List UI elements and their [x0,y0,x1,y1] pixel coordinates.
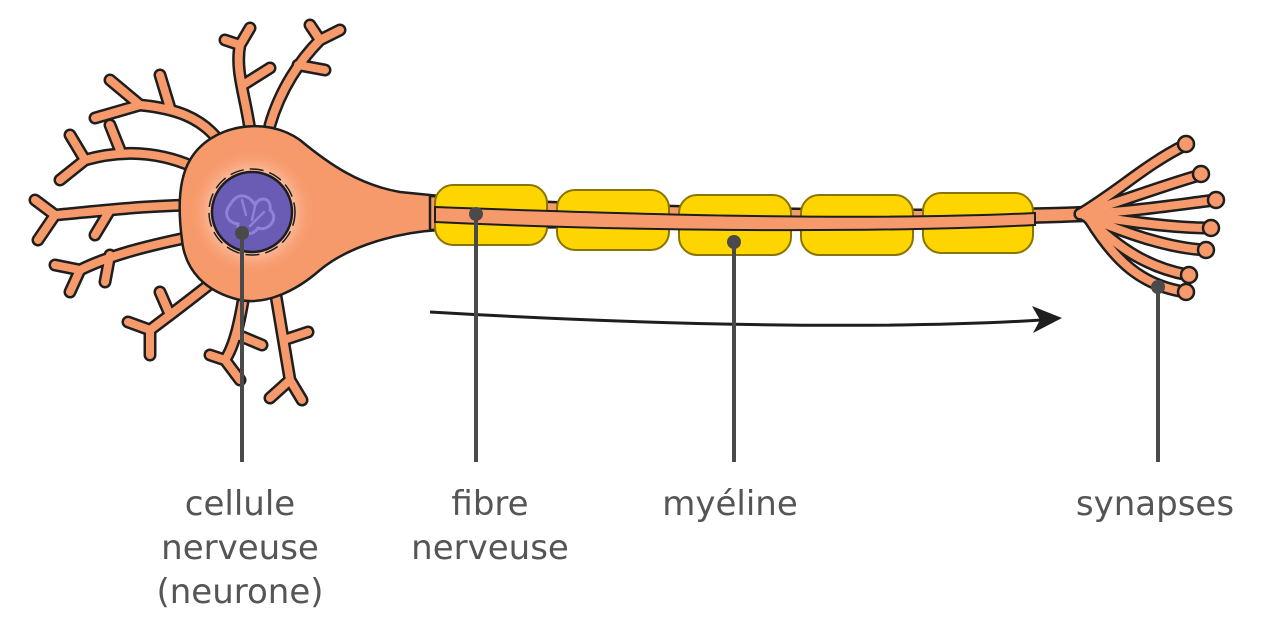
nucleus [208,168,296,256]
axon-core [434,205,1036,232]
dendrites [28,18,347,407]
label-line: nerveuse [411,528,569,568]
pointer-myelin [727,235,741,462]
label-line: cellule [184,484,296,524]
arrow-right-icon [429,306,1062,333]
pointer-cell-body [235,226,249,462]
axon-terminals [1073,138,1222,299]
synaptic-knobs [1176,134,1226,302]
pointer-nerve-fiber [469,207,483,462]
pointer-synapses [1151,280,1165,462]
label-line: myéline [662,484,798,524]
label-myelin: myéline [620,482,840,526]
label-line: nerveuse [161,528,319,568]
label-line: (neurone) [156,572,324,612]
label-nerve-fiber: fibre nerveuse [380,482,600,570]
label-line: fibre [451,484,529,524]
label-cell-body: cellule nerveuse (neurone) [120,482,360,614]
label-line: synapses [1075,484,1235,524]
label-synapses: synapses [1040,482,1270,526]
